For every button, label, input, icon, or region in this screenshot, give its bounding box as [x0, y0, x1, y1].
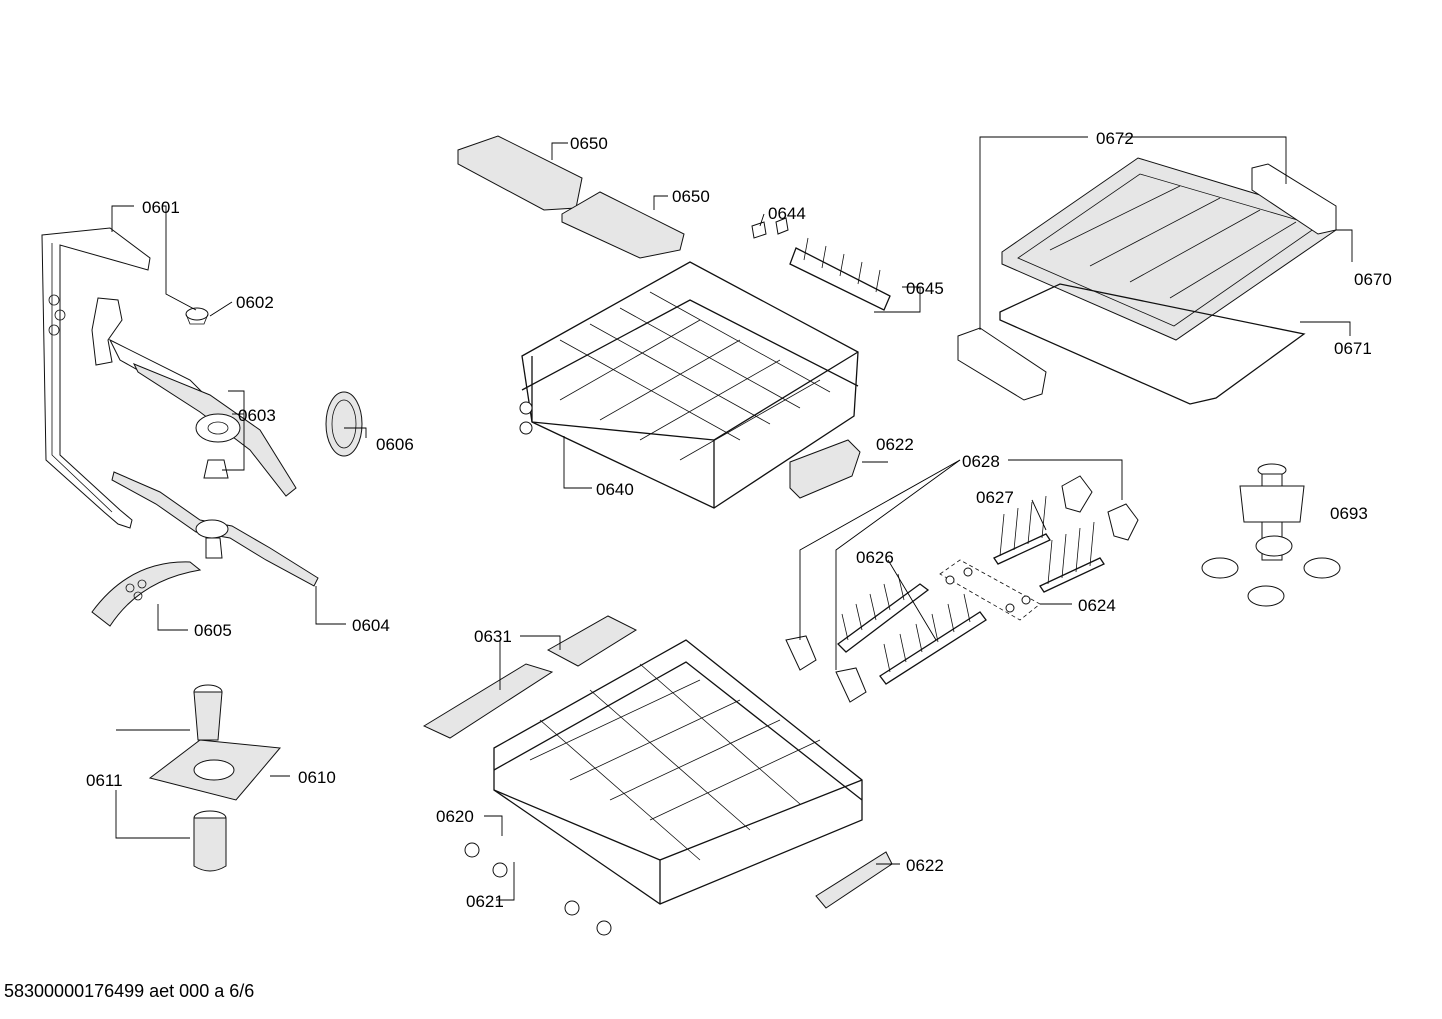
spray-carousel-part: [1201, 463, 1341, 607]
leader-lines: [111, 136, 1353, 901]
micro-filter-part: [325, 391, 363, 457]
label-0610: 0610: [298, 768, 336, 787]
label-0627: 0627: [976, 488, 1014, 507]
label-0672: 0672: [1096, 129, 1134, 148]
cup-shelf-part: [457, 135, 685, 259]
label-0650-bottom: 0650: [672, 187, 710, 206]
fold-down-rack-part: [789, 237, 891, 311]
tine-rows-part: [785, 475, 1139, 703]
label-0606: 0606: [376, 435, 414, 454]
label-0693: 0693: [1330, 504, 1368, 523]
label-0631: 0631: [474, 627, 512, 646]
label-0650-top: 0650: [570, 134, 608, 153]
upper-basket-part: [519, 261, 859, 509]
label-0670: 0670: [1354, 270, 1392, 289]
lower-spray-arm-part: [111, 471, 319, 587]
label-0604: 0604: [352, 616, 390, 635]
label-0622-lower: 0622: [906, 856, 944, 875]
label-0671: 0671: [1334, 339, 1372, 358]
label-0640: 0640: [596, 480, 634, 499]
label-0605: 0605: [194, 621, 232, 640]
cutlery-tray-part: [957, 157, 1337, 405]
clip-part: [751, 217, 789, 239]
label-0621: 0621: [466, 892, 504, 911]
lower-basket-part: [422, 615, 893, 936]
upper-spray-arm-part: [91, 297, 297, 497]
label-0644: 0644: [768, 204, 806, 223]
label-0602: 0602: [236, 293, 274, 312]
label-0620: 0620: [436, 807, 474, 826]
label-0645: 0645: [906, 279, 944, 298]
label-0628: 0628: [962, 452, 1000, 471]
spray-pipe-part: [41, 227, 151, 529]
filter-cover-part: [91, 561, 202, 627]
label-0603: 0603: [238, 406, 276, 425]
document-id: 58300000176499 aet 000 a 6/6: [4, 981, 255, 1001]
basket-handle-upper-part: [789, 439, 861, 499]
sump-filter-part: [148, 684, 281, 872]
label-0626: 0626: [856, 548, 894, 567]
label-0622-upper: 0622: [876, 435, 914, 454]
label-0601: 0601: [142, 198, 180, 217]
label-0624: 0624: [1078, 596, 1116, 615]
label-0611: 0611: [86, 771, 123, 790]
